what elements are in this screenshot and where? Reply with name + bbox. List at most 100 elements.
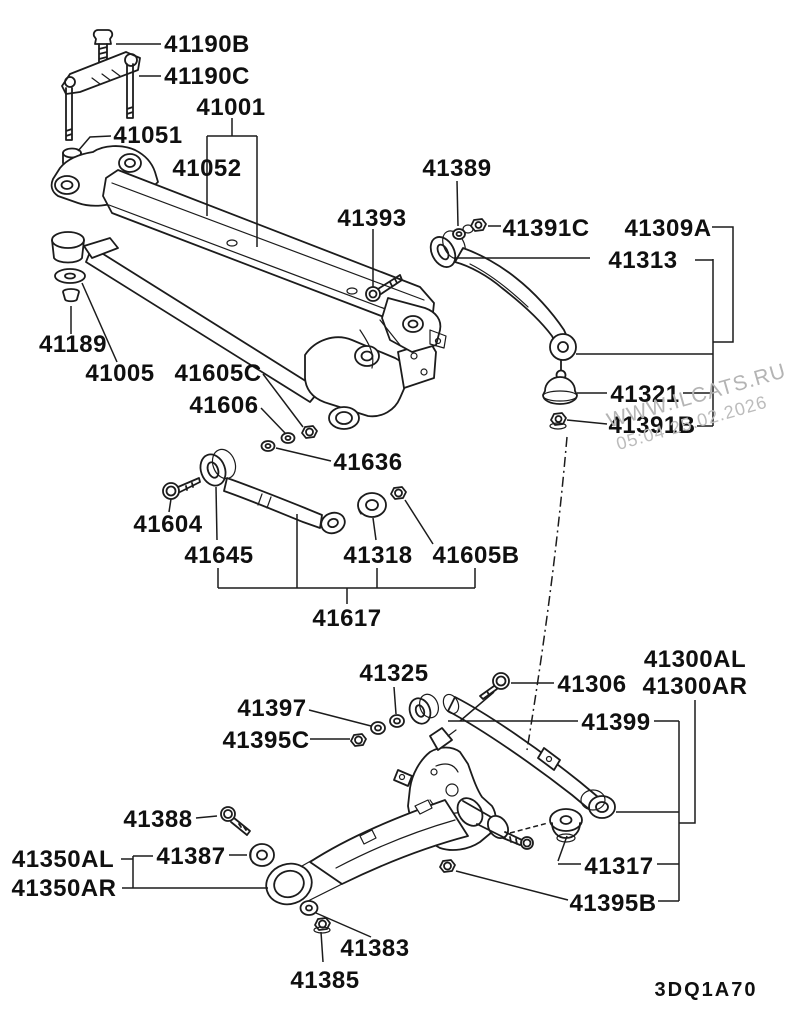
bracket-eye-right bbox=[124, 53, 138, 67]
bracket-41300 bbox=[679, 700, 696, 824]
trailing-arm-body bbox=[309, 799, 469, 885]
upper-arm-bushing bbox=[429, 236, 457, 268]
leader-41605C bbox=[262, 373, 304, 428]
stud-left bbox=[65, 87, 73, 141]
nut-41391B bbox=[549, 412, 567, 430]
bolt-thread-41190B bbox=[98, 43, 108, 63]
part-label-41300AR: 41300AR bbox=[643, 673, 748, 700]
upper-arm-small-parts bbox=[452, 218, 487, 240]
part-label-41387: 41387 bbox=[156, 843, 225, 870]
part-number-labels: 41190B41190C4100141051410524139341389413… bbox=[12, 31, 748, 994]
bracket-bar bbox=[61, 51, 141, 95]
part-label-41399: 41399 bbox=[581, 709, 650, 736]
part-label-41395B: 41395B bbox=[569, 890, 656, 917]
hub-spindle bbox=[456, 797, 534, 850]
toe-arm-drawing bbox=[350, 672, 616, 819]
part-label-41317: 41317 bbox=[584, 853, 653, 880]
nut-41605C bbox=[301, 425, 318, 439]
beam-detail bbox=[359, 319, 401, 369]
rod-washers bbox=[260, 425, 318, 452]
part-label-41605C: 41605C bbox=[174, 360, 261, 387]
knuckle-clevis bbox=[429, 727, 453, 751]
crossmember-beam bbox=[102, 169, 435, 331]
part-label-41391C: 41391C bbox=[502, 215, 589, 242]
part-label-41383: 41383 bbox=[340, 935, 409, 962]
rod-end-eye bbox=[320, 511, 346, 535]
part-label-41318: 41318 bbox=[343, 542, 412, 569]
stud-right bbox=[126, 63, 134, 119]
leader-41391B bbox=[566, 419, 713, 427]
toe-arm-washers bbox=[350, 714, 405, 747]
bracket-41617 bbox=[217, 514, 476, 604]
bolt-41604 bbox=[162, 477, 201, 500]
upper-arm-drawing bbox=[429, 218, 578, 430]
bolt-41306 bbox=[479, 672, 510, 700]
part-label-41189: 41189 bbox=[39, 331, 107, 358]
part-label-41051: 41051 bbox=[113, 122, 182, 149]
beam-hole-1 bbox=[226, 239, 238, 247]
part-label-41645: 41645 bbox=[184, 542, 253, 569]
washer-41606 bbox=[280, 432, 296, 444]
part-label-41391B: 41391B bbox=[608, 412, 695, 439]
part-label-41350AR: 41350AR bbox=[12, 875, 117, 902]
left-mount-arm bbox=[83, 237, 119, 259]
leader-41325 bbox=[393, 686, 397, 715]
part-label-41617: 41617 bbox=[312, 605, 381, 632]
rod-body bbox=[223, 477, 323, 529]
part-label-41325: 41325 bbox=[359, 660, 428, 687]
part-label-41393: 41393 bbox=[337, 205, 406, 232]
stay-bracket-drawing bbox=[61, 29, 141, 167]
arm-tab-1 bbox=[359, 829, 377, 845]
part-label-41395C: 41395C bbox=[222, 727, 309, 754]
part-label-41052: 41052 bbox=[172, 155, 241, 182]
diagram-code: 3DQ1A70 bbox=[655, 979, 758, 1001]
bolt-head-41190B bbox=[92, 29, 114, 45]
part-label-41606: 41606 bbox=[189, 392, 258, 419]
nut-41385 bbox=[313, 917, 331, 934]
left-mount-bushing-stack bbox=[51, 231, 86, 303]
leader-41604 bbox=[168, 498, 172, 513]
part-label-41190B: 41190B bbox=[164, 31, 250, 58]
part-label-41001: 41001 bbox=[196, 94, 265, 121]
nut-41605B bbox=[390, 486, 407, 500]
part-label-41005: 41005 bbox=[85, 360, 154, 387]
washer-41383 bbox=[299, 900, 319, 916]
leader-ball-joint-to-knuckle bbox=[526, 436, 568, 751]
leader-41636 bbox=[275, 447, 332, 462]
dust-cover-41321 bbox=[542, 376, 578, 405]
washer-41005 bbox=[54, 268, 86, 284]
part-label-41604: 41604 bbox=[133, 511, 202, 538]
leader-41388 bbox=[195, 815, 218, 819]
leader-41306 bbox=[459, 682, 554, 722]
part-label-41190C: 41190C bbox=[164, 63, 250, 90]
part-label-41388: 41388 bbox=[123, 806, 192, 833]
crossmember-front-rail bbox=[85, 246, 321, 403]
part-label-41300AL: 41300AL bbox=[644, 646, 746, 673]
part-label-41350AL: 41350AL bbox=[12, 846, 114, 873]
nut-41391C bbox=[470, 218, 487, 232]
part-label-41605B: 41605B bbox=[432, 542, 519, 569]
ball-joint-housing bbox=[549, 333, 577, 361]
nut-41395C bbox=[350, 733, 367, 747]
bracket-41350 bbox=[121, 855, 268, 889]
crossmember-drawing bbox=[50, 145, 447, 430]
leader-41385 bbox=[320, 931, 324, 963]
part-label-41309A: 41309A bbox=[624, 215, 711, 242]
beam-edges bbox=[108, 182, 425, 323]
leader-41317 bbox=[557, 835, 679, 865]
center-mount-cylinder bbox=[328, 406, 360, 430]
left-plate-eye-top-hole bbox=[124, 158, 136, 168]
left-plate-eye-side-hole bbox=[60, 180, 74, 190]
bolt-41393 bbox=[365, 274, 403, 302]
upper-arm-body bbox=[454, 247, 569, 347]
bracket-hatch bbox=[91, 69, 121, 85]
bolt-41388 bbox=[220, 806, 251, 836]
part-label-41321: 41321 bbox=[610, 381, 679, 408]
beam-hole-2 bbox=[346, 287, 358, 295]
leader-41005 bbox=[81, 282, 118, 363]
bracket-41309A bbox=[712, 226, 734, 343]
bracket-eye-left bbox=[64, 76, 76, 88]
artwork bbox=[50, 29, 616, 934]
washer-41397 bbox=[370, 721, 386, 735]
